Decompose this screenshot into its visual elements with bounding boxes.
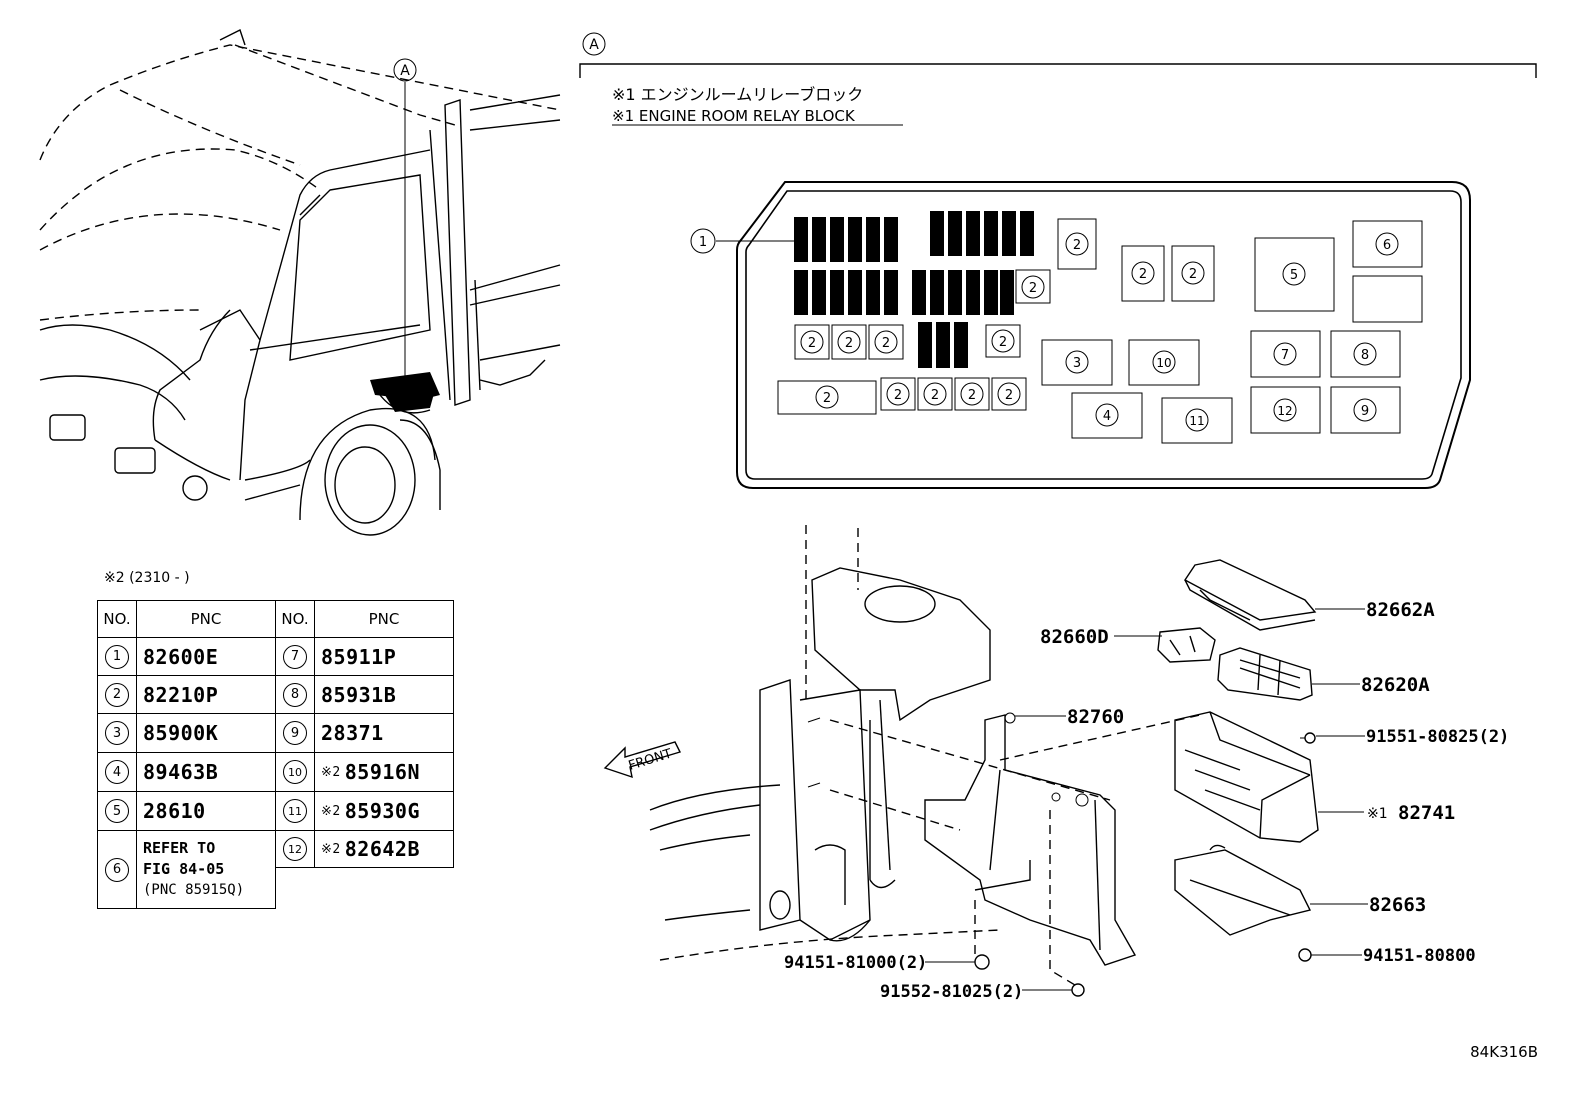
part-82741-mark: ※1 bbox=[1367, 806, 1388, 822]
table-row: 7 bbox=[275, 637, 315, 676]
note-mark: ※2 bbox=[321, 841, 341, 857]
relay-label-4: 4 bbox=[1103, 409, 1111, 424]
pnc-refer-note: REFER TO FIG 84-05 (PNC 85915Q) bbox=[136, 830, 276, 909]
relay-label-2: 2 bbox=[1005, 388, 1013, 403]
pnc-value: 89463B bbox=[136, 752, 276, 792]
relay-label-12: 12 bbox=[1277, 404, 1292, 418]
pnc-value: 82210P bbox=[136, 675, 276, 714]
table-row: 4 bbox=[97, 752, 137, 792]
pnc-value: 82600E bbox=[136, 637, 276, 676]
part-82760: 82760 bbox=[1067, 706, 1124, 728]
row-number: 5 bbox=[105, 799, 129, 823]
relay-block-layout: 1 2 2 2 2 2 2 2 2 2 2 2 2 2 3 10 4 bbox=[690, 181, 1471, 489]
table-row: 8 bbox=[275, 675, 315, 714]
relay-label-2: 2 bbox=[808, 336, 816, 351]
front-arrow-label: FRONT bbox=[627, 746, 674, 773]
note-jp: ※1 エンジンルームリレーブロック bbox=[612, 85, 863, 104]
row-number: 4 bbox=[105, 760, 129, 784]
figure-id: 84K316B bbox=[1470, 1043, 1538, 1061]
part-91552-81025: 91552-81025(2) bbox=[880, 982, 1023, 1002]
exploded-parts-diagram: FRONT 82662A 82660D 82620A 82760 91551-8… bbox=[603, 525, 1509, 1002]
fuse-group-top-mid bbox=[912, 211, 1034, 368]
truck-callout-a: A bbox=[400, 63, 410, 79]
relay-label-2: 2 bbox=[999, 335, 1007, 350]
pnc-value: 28371 bbox=[314, 713, 454, 753]
relay-label-2: 2 bbox=[1073, 238, 1081, 253]
note-en: ※1 ENGINE ROOM RELAY BLOCK bbox=[612, 107, 856, 125]
relay-label-2: 2 bbox=[931, 388, 939, 403]
table-row: 10 bbox=[275, 752, 315, 792]
relay-label-7: 7 bbox=[1281, 348, 1289, 363]
pnc-text: 82642B bbox=[344, 837, 420, 861]
table-row: 5 bbox=[97, 791, 137, 831]
row-number: 9 bbox=[283, 721, 307, 745]
row-number: 2 bbox=[105, 682, 129, 707]
truck-cab-illustration: A bbox=[39, 29, 561, 536]
table-row: 9 bbox=[275, 713, 315, 753]
part-91551-80825: 91551-80825(2) bbox=[1366, 727, 1509, 747]
refer-line: (PNC 85915Q) bbox=[143, 882, 245, 898]
refer-line: REFER TO bbox=[143, 839, 216, 857]
relay-label-1: 1 bbox=[699, 235, 707, 250]
relay-label-8: 8 bbox=[1361, 348, 1369, 363]
pnc-text: 85916N bbox=[344, 760, 420, 784]
relay-label-2: 2 bbox=[894, 388, 902, 403]
relay-label-2: 2 bbox=[823, 391, 831, 406]
pnc-value: 85911P bbox=[314, 637, 454, 676]
part-82662A: 82662A bbox=[1366, 599, 1435, 621]
part-82663: 82663 bbox=[1369, 894, 1426, 916]
table-row: 6 bbox=[97, 830, 137, 909]
header-pnc-right: PNC bbox=[314, 600, 454, 638]
row-number: 10 bbox=[283, 760, 307, 784]
row-number: 6 bbox=[105, 857, 129, 882]
relay-label-2: 2 bbox=[845, 336, 853, 351]
part-82660D: 82660D bbox=[1040, 626, 1109, 648]
relay-label-5: 5 bbox=[1290, 268, 1298, 283]
relay-label-3: 3 bbox=[1073, 356, 1081, 371]
table-row: 1 bbox=[97, 637, 137, 676]
relay-label-10: 10 bbox=[1156, 356, 1171, 370]
pnc-value: 85900K bbox=[136, 713, 276, 753]
view-a-marker: A bbox=[589, 37, 599, 53]
relay-label-2: 2 bbox=[882, 336, 890, 351]
view-a-header: A ※1 エンジンルームリレーブロック ※1 ENGINE ROOM RELAY… bbox=[579, 32, 1537, 126]
relay-label-11: 11 bbox=[1189, 414, 1204, 428]
row-number: 7 bbox=[283, 644, 307, 669]
header-no-right: NO. bbox=[275, 600, 315, 638]
part-82741: 82741 bbox=[1398, 802, 1455, 824]
row-number: 1 bbox=[105, 644, 129, 669]
row-number: 8 bbox=[283, 682, 307, 707]
note-mark: ※2 bbox=[321, 764, 341, 780]
table-row: 12 bbox=[275, 830, 315, 868]
table-row: 11 bbox=[275, 791, 315, 831]
relay-label-2: 2 bbox=[1139, 267, 1147, 282]
pnc-text: 85930G bbox=[344, 799, 420, 823]
note-mark: ※2 bbox=[321, 803, 341, 819]
part-94151-81000: 94151-81000(2) bbox=[784, 953, 927, 973]
pnc-value: 28610 bbox=[136, 791, 276, 831]
fuse-group-top-left bbox=[794, 217, 898, 315]
part-82620A: 82620A bbox=[1361, 674, 1430, 696]
table-row: 2 bbox=[97, 675, 137, 714]
row-number: 11 bbox=[283, 799, 307, 823]
row-number: 12 bbox=[283, 837, 307, 861]
pnc-note: ※2 (2310 - ) bbox=[104, 570, 190, 586]
table-row: 3 bbox=[97, 713, 137, 753]
relay-label-2: 2 bbox=[1029, 281, 1037, 296]
header-pnc-left: PNC bbox=[136, 600, 276, 638]
relay-label-9: 9 bbox=[1361, 404, 1369, 419]
relay-label-2: 2 bbox=[1189, 267, 1197, 282]
pnc-value: 85931B bbox=[314, 675, 454, 714]
part-94151-80800: 94151-80800 bbox=[1363, 946, 1476, 966]
refer-line: FIG 84-05 bbox=[143, 860, 225, 878]
relay-label-6: 6 bbox=[1383, 238, 1391, 253]
row-number: 3 bbox=[105, 721, 129, 745]
header-no-left: NO. bbox=[97, 600, 137, 638]
relay-label-2: 2 bbox=[968, 388, 976, 403]
